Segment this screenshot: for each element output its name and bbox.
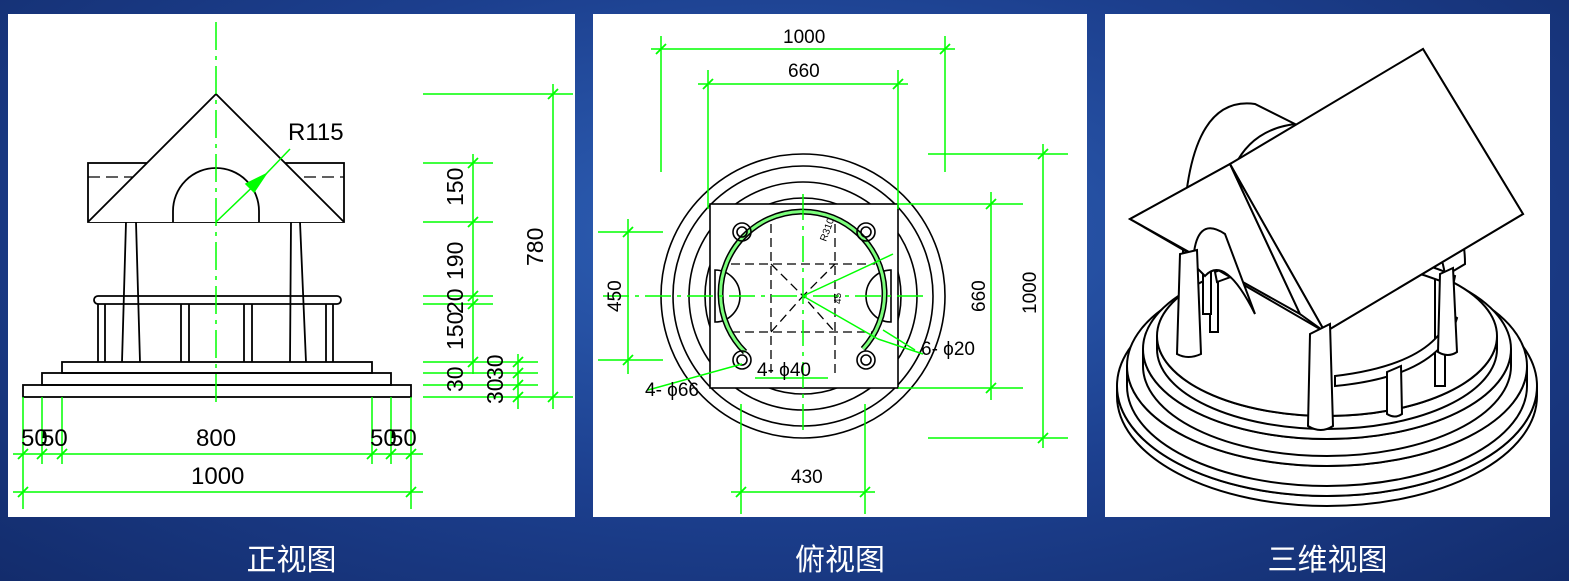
holes-mid-label: 4- ϕ40: [757, 360, 811, 381]
dim-label: 150: [442, 312, 468, 350]
dim-label: 30: [442, 366, 468, 392]
dim-label: 1000: [1020, 272, 1041, 314]
top-view-panel: 1000 660 450 660 1000 430 6- ϕ20 4- ϕ40 …: [593, 14, 1087, 517]
front-view-dimensions: [13, 22, 573, 509]
dim-label: 50: [390, 425, 417, 452]
angle-label: 45: [833, 292, 844, 304]
dim-label: 30: [482, 378, 508, 404]
dim-label: 150: [442, 168, 468, 206]
front-view-caption: 正视图: [246, 543, 337, 578]
iso-view-geometry: [1116, 47, 1538, 507]
top-view-dimensions: [598, 36, 1068, 514]
dim-label: 20: [442, 288, 468, 314]
iso-view-caption: 三维视图: [1267, 543, 1388, 578]
holes-large-label: 4- ϕ66: [645, 380, 699, 401]
dim-label: 430: [791, 467, 823, 488]
dim-label: 50: [41, 425, 68, 452]
dim-label: 800: [196, 425, 236, 452]
dim-label: 50: [370, 425, 397, 452]
dim-label: 660: [969, 280, 990, 312]
dim-label: 50: [21, 425, 48, 452]
dim-label: 1000: [783, 27, 825, 48]
iso-view-panel: [1105, 14, 1550, 517]
front-view-panel: R115 150 190 20 150 30 30 30 780 50 50 8…: [8, 14, 575, 517]
dim-label: 450: [605, 280, 626, 312]
dim-label: 190: [442, 242, 468, 280]
holes-small-label: 6- ϕ20: [921, 339, 975, 360]
front-view-geometry: [22, 92, 412, 398]
dim-label: 660: [788, 61, 820, 82]
top-view-caption: 俯视图: [795, 543, 885, 578]
dim-label: 30: [482, 354, 508, 380]
dim-label: 780: [522, 228, 548, 266]
top-view-dim-text: 1000 660 450 660 1000 430 6- ϕ20 4- ϕ40 …: [605, 27, 1041, 488]
radius-label: R115: [288, 119, 344, 146]
front-view-dim-text: R115 150 190 20 150 30 30 30 780 50 50 8…: [21, 119, 548, 490]
iso-view-drawing: [1116, 47, 1538, 507]
top-view-drawing: 1000 660 450 660 1000 430 6- ϕ20 4- ϕ40 …: [598, 27, 1068, 514]
dim-label: 1000: [191, 463, 244, 490]
front-view-drawing: R115 150 190 20 150 30 30 30 780 50 50 8…: [13, 22, 573, 509]
